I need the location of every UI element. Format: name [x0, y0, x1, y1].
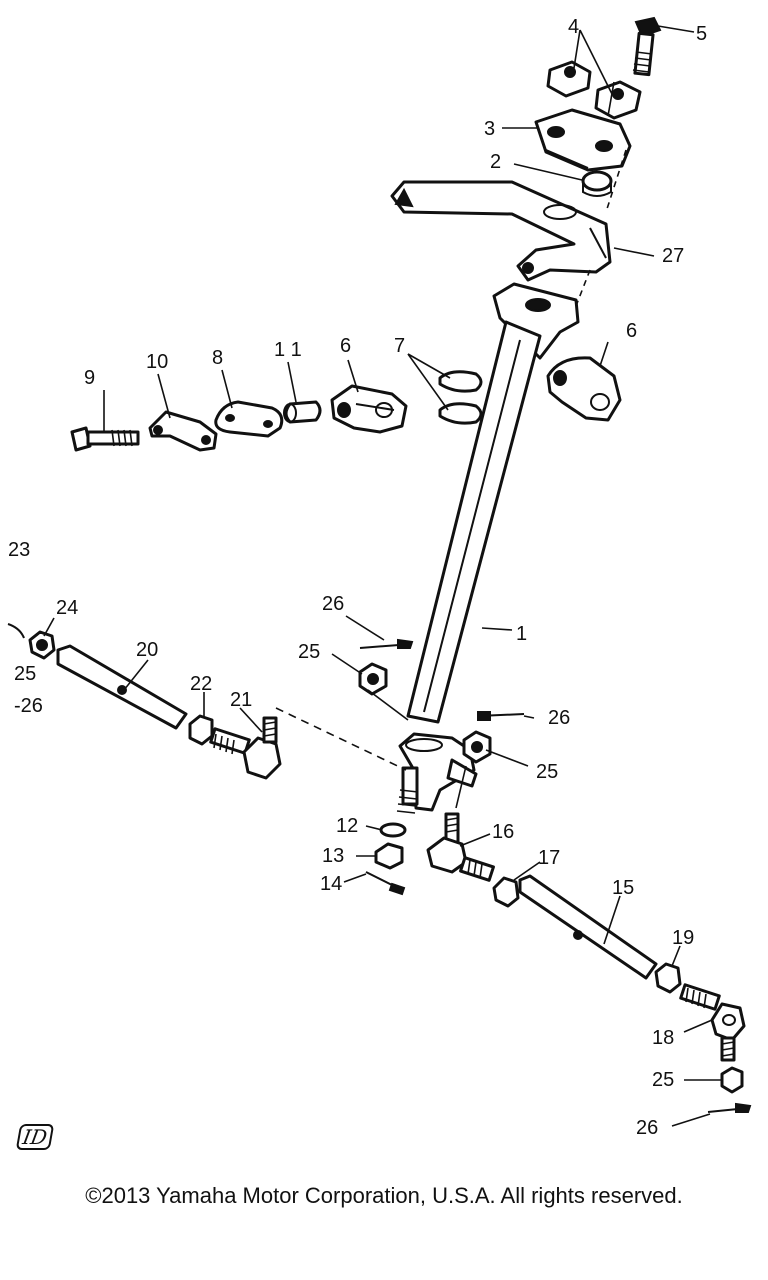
callout-9: 9	[84, 367, 95, 389]
bushing-7	[438, 370, 483, 425]
callout-2: 2	[490, 151, 501, 173]
tie-rod-15	[518, 874, 658, 980]
handlebar-holder-3	[534, 108, 632, 172]
callout-7: 7	[394, 335, 405, 357]
callout-25-b: 25	[298, 641, 320, 663]
assembly-guide-lines	[275, 81, 627, 809]
callout-19: 19	[672, 927, 694, 949]
callout-labels: 1 2 3 4 5 6 6 7 8 9 10 1 1 12 13 14 15 1…	[8, 16, 707, 1139]
nut-24	[28, 630, 56, 660]
washer-12	[379, 822, 407, 838]
callout-22: 22	[190, 673, 212, 695]
bracket-6-right	[546, 356, 622, 422]
cotter-pin-26-right	[477, 711, 525, 721]
callout-24: 24	[56, 597, 78, 619]
callout-6-left: 6	[340, 335, 351, 357]
castle-nut-25-bottom	[720, 1066, 744, 1094]
callout-12: 12	[336, 815, 358, 837]
leader-lines	[43, 25, 722, 1127]
bushing-2	[581, 170, 613, 197]
callout-10: 10	[146, 351, 168, 373]
callout-23: 23	[8, 539, 30, 561]
bolt-9	[70, 426, 140, 452]
tie-rod-end-18	[679, 983, 746, 1062]
nut-17	[492, 876, 520, 908]
callout-27: 27	[662, 245, 684, 267]
cotter-pin-26-bottom	[707, 1102, 752, 1113]
bracket-6-left	[330, 384, 408, 434]
callout-25-c: 25	[536, 761, 558, 783]
callout-15: 15	[612, 877, 634, 899]
publisher-logo-mark: ID	[15, 1124, 55, 1150]
callout-14: 14	[320, 873, 342, 895]
callout-26-c: 26	[548, 707, 570, 729]
callout-18: 18	[652, 1027, 674, 1049]
tie-rod-end-16	[426, 812, 495, 882]
steering-column-1	[396, 282, 580, 814]
plate-8	[214, 400, 284, 438]
collar-11	[283, 400, 322, 424]
callout-26-a: 26	[322, 593, 344, 615]
callout-3: 3	[484, 118, 495, 140]
partial-part-left-edge	[7, 623, 25, 639]
callout-13: 13	[322, 845, 344, 867]
callout-16: 16	[492, 821, 514, 843]
tie-rod-20	[56, 644, 188, 730]
callout-11: 1 1	[274, 339, 302, 361]
callout-21: 21	[230, 689, 252, 711]
nut-25-left	[358, 662, 388, 696]
callout-5: 5	[696, 23, 707, 45]
callout-1: 1	[516, 623, 527, 645]
nut-22	[188, 714, 214, 746]
nut-13	[374, 842, 404, 870]
cotter-pin-14	[365, 871, 406, 896]
handlebar-holder-27	[390, 180, 612, 282]
callout-17: 17	[538, 847, 560, 869]
callout-25-a: 25	[14, 663, 36, 685]
callout-26-d: 26	[636, 1117, 658, 1139]
callout-8: 8	[212, 347, 223, 369]
nut-25-right	[462, 730, 492, 764]
callout-26-b: -26	[14, 695, 43, 717]
cotter-pin-26-left	[359, 638, 414, 649]
bolt-5	[632, 16, 662, 77]
tie-rod-end-21	[209, 716, 282, 780]
callout-20: 20	[136, 639, 158, 661]
lock-plate-10	[148, 410, 218, 452]
callout-4: 4	[568, 16, 579, 38]
callout-25-d: 25	[652, 1069, 674, 1091]
callout-6-right: 6	[626, 320, 637, 342]
nut-19	[654, 962, 682, 994]
copyright-notice: ©2013 Yamaha Motor Corporation, U.S.A. A…	[85, 1183, 683, 1208]
upper-clamp-4	[546, 60, 642, 120]
